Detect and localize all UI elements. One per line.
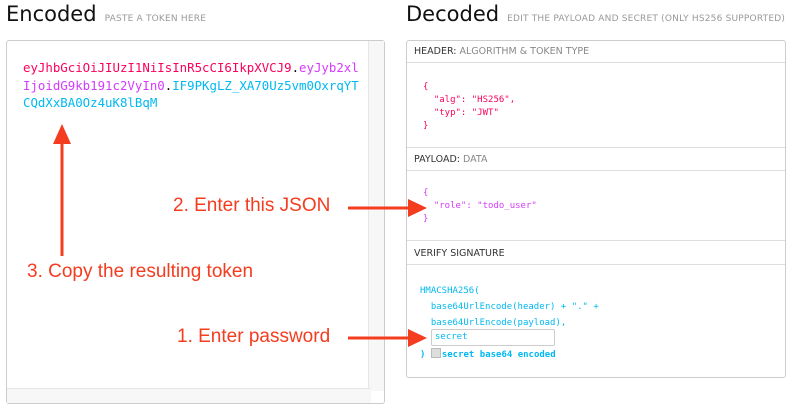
- verify-section-title: VERIFY SIGNATURE: [407, 240, 785, 265]
- token-signature-part: IF9PKgLZ_XA70Uz5vm0OxrqYTCQdXxBA0Oz4uK8l…: [23, 77, 359, 111]
- hmac-code: HMACSHA256( base64UrlEncode(header) + ".…: [420, 286, 599, 328]
- annotation-step3: 3. Copy the resulting token: [27, 261, 254, 282]
- decoded-title: Decoded: [406, 2, 500, 26]
- vertical-scrollbar[interactable]: [368, 41, 384, 391]
- encoded-title: Encoded: [6, 2, 97, 26]
- verify-signature-body: HMACSHA256( base64UrlEncode(header) + ".…: [407, 266, 785, 376]
- base64-checkbox[interactable]: [430, 348, 441, 358]
- token-header-part: eyJhbGciOiJIUzI1NiIsInR5cCI6IkpXVCJ9: [23, 60, 292, 75]
- arrow-step3: [53, 124, 71, 256]
- arrow-step1: [348, 329, 427, 347]
- payload-label: PAYLOAD:: [414, 154, 460, 165]
- header-label: HEADER:: [414, 46, 457, 57]
- token-payload-part: eyJyb2xlIjoidG9kb191c2VyIn0: [23, 60, 359, 93]
- secret-input[interactable]: secret: [431, 329, 555, 346]
- header-json-editor[interactable]: { "alg": "HS256", "typ": "JWT" }: [423, 82, 516, 131]
- payload-json-editor[interactable]: { "role": "todo_user" }: [423, 188, 537, 224]
- token-dot: .: [164, 77, 173, 93]
- arrow-step2: [348, 199, 427, 217]
- horizontal-scrollbar[interactable]: [7, 388, 371, 403]
- base64-checkbox-label[interactable]: secret base64 encoded: [441, 350, 556, 360]
- decoded-subtitle: EDIT THE PAYLOAD AND SECRET (ONLY HS256 …: [507, 14, 786, 24]
- header-section-title: HEADER: ALGORITHM & TOKEN TYPE: [407, 41, 785, 63]
- encoded-token-textarea[interactable]: eyJhbGciOiJIUzI1NiIsInR5cCI6IkpXVCJ9.eyJ…: [6, 40, 385, 404]
- annotation-step1: 1. Enter password: [177, 326, 331, 347]
- verify-footer: ) secret base64 encoded: [420, 348, 556, 362]
- annotation-step2: 2. Enter this JSON: [173, 195, 331, 216]
- decoded-panel: HEADER: ALGORITHM & TOKEN TYPE { "alg": …: [406, 40, 786, 378]
- token-dot: .: [291, 60, 300, 75]
- payload-section-title: PAYLOAD: DATA: [407, 147, 785, 171]
- encoded-subtitle: PASTE A TOKEN HERE: [104, 14, 207, 24]
- header-sublabel: ALGORITHM & TOKEN TYPE: [459, 46, 590, 57]
- token-text[interactable]: eyJhbGciOiJIUzI1NiIsInR5cCI6IkpXVCJ9.eyJ…: [23, 59, 363, 112]
- close-paren: ): [420, 350, 426, 360]
- payload-sublabel: DATA: [463, 154, 488, 165]
